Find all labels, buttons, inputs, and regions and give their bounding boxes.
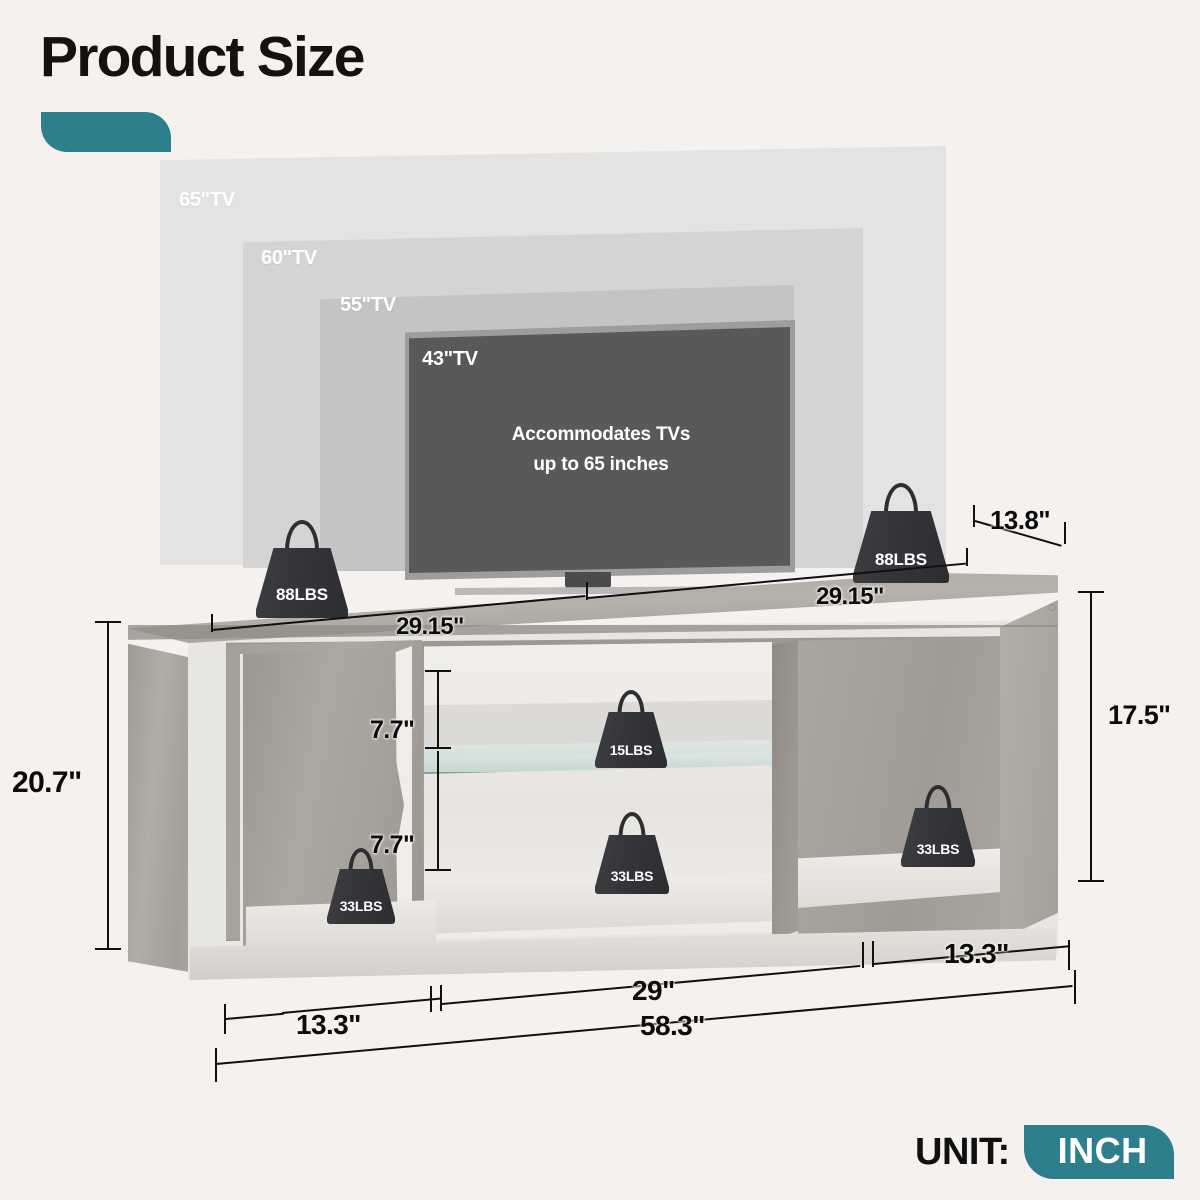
dim-tick bbox=[440, 985, 442, 1011]
dim-label-top-left-width: 29.15" bbox=[396, 613, 464, 640]
weight-label: 33LBS bbox=[610, 867, 654, 884]
title-accent-shape bbox=[41, 112, 171, 152]
unit-label: UNIT: bbox=[915, 1130, 1010, 1173]
dim-label-depth: 13.8" bbox=[990, 505, 1051, 535]
dim-tick bbox=[862, 942, 864, 968]
dim-tick bbox=[872, 941, 874, 967]
weight-label: 88LBS bbox=[276, 585, 328, 605]
weight-icon-left-cabinet: 33LBS bbox=[327, 848, 395, 924]
weight-icon-glass-shelf: 15LBS bbox=[595, 690, 667, 768]
dim-label-top-right-width: 29.15" bbox=[816, 583, 884, 610]
dim-label-bottom-right-width: 13.3" bbox=[944, 938, 1009, 969]
dim-bottom-left-line-b bbox=[225, 1012, 284, 1020]
dim-tick bbox=[586, 582, 588, 600]
dim-label-bottom-center-width: 29" bbox=[632, 975, 675, 1006]
unit-badge: UNIT: INCH bbox=[915, 1125, 1174, 1179]
dim-tick bbox=[211, 614, 213, 632]
weight-label: 33LBS bbox=[916, 840, 960, 857]
weight-icon-center-bottom: 33LBS bbox=[595, 812, 669, 894]
weight-label: 15LBS bbox=[609, 741, 653, 758]
dim-tick bbox=[95, 621, 121, 623]
dim-overall-height-line bbox=[107, 622, 109, 950]
weight-icon-top-left: 88LBS bbox=[256, 520, 348, 618]
left-cabinet-door-wave-edge bbox=[395, 646, 412, 952]
dim-label-upper-compartment: 7.7" bbox=[370, 716, 415, 744]
dim-tick bbox=[1068, 940, 1070, 970]
center-right-divider bbox=[772, 640, 798, 940]
weight-body: 33LBS bbox=[901, 808, 975, 867]
tv-label-65: 65"TV bbox=[179, 189, 235, 211]
weight-handle-icon bbox=[617, 690, 645, 714]
weight-body: 33LBS bbox=[327, 869, 395, 924]
dim-lower-compartment-line bbox=[437, 751, 439, 871]
weight-body: 33LBS bbox=[595, 835, 669, 894]
weight-body: 88LBS bbox=[256, 548, 348, 618]
dim-tick bbox=[973, 505, 975, 527]
tv-label-55: 55"TV bbox=[340, 294, 396, 316]
screen-message: Accommodates TVs up to 65 inches bbox=[430, 420, 772, 480]
tv-stand-base bbox=[455, 586, 785, 595]
dim-upper-compartment-line bbox=[437, 671, 439, 749]
weight-handle-icon bbox=[924, 785, 952, 810]
weight-handle-icon bbox=[285, 520, 319, 550]
dim-label-lower-compartment: 7.7" bbox=[370, 831, 415, 859]
weight-handle-icon bbox=[618, 812, 646, 837]
dim-tick bbox=[425, 869, 451, 871]
weight-label: 88LBS bbox=[875, 549, 927, 569]
unit-value-pill: INCH bbox=[1023, 1125, 1174, 1179]
screen-message-line1: Accommodates TVs bbox=[511, 424, 691, 445]
tv-43-screen bbox=[409, 327, 790, 573]
dim-tick bbox=[1074, 970, 1076, 1004]
dim-label-overall-width: 58.3" bbox=[640, 1010, 705, 1041]
dim-tick bbox=[1078, 880, 1104, 882]
dim-tick bbox=[215, 1048, 217, 1082]
dim-tick bbox=[425, 747, 451, 749]
stand-right-side-panel bbox=[1000, 600, 1058, 940]
dim-tick bbox=[425, 670, 451, 672]
tv-label-60: 60"TV bbox=[261, 247, 317, 269]
weight-body: 15LBS bbox=[595, 712, 667, 768]
dim-tick bbox=[224, 1004, 226, 1034]
weight-label: 33LBS bbox=[339, 898, 383, 915]
dim-tick bbox=[430, 986, 432, 1012]
weight-handle-icon bbox=[348, 848, 374, 871]
screen-message-line2: up to 65 inches bbox=[533, 454, 669, 475]
tv-stand-neck bbox=[565, 572, 611, 588]
dim-cabinet-height-line bbox=[1090, 592, 1092, 882]
tv-label-43: 43"TV bbox=[422, 348, 478, 370]
dim-label-overall-height: 20.7" bbox=[12, 766, 82, 799]
dim-label-cabinet-height: 17.5" bbox=[1108, 700, 1171, 730]
dim-tick bbox=[1078, 591, 1104, 593]
dim-tick bbox=[966, 548, 968, 566]
dim-label-bottom-left-width: 13.3" bbox=[296, 1009, 361, 1040]
weight-icon-right-cabinet: 33LBS bbox=[901, 785, 975, 867]
cam-lock-screw-icon bbox=[1049, 604, 1056, 611]
dim-tick bbox=[1064, 522, 1066, 544]
page-title: Product Size bbox=[40, 25, 365, 89]
weight-handle-icon bbox=[884, 483, 918, 513]
dim-tick bbox=[95, 948, 121, 950]
